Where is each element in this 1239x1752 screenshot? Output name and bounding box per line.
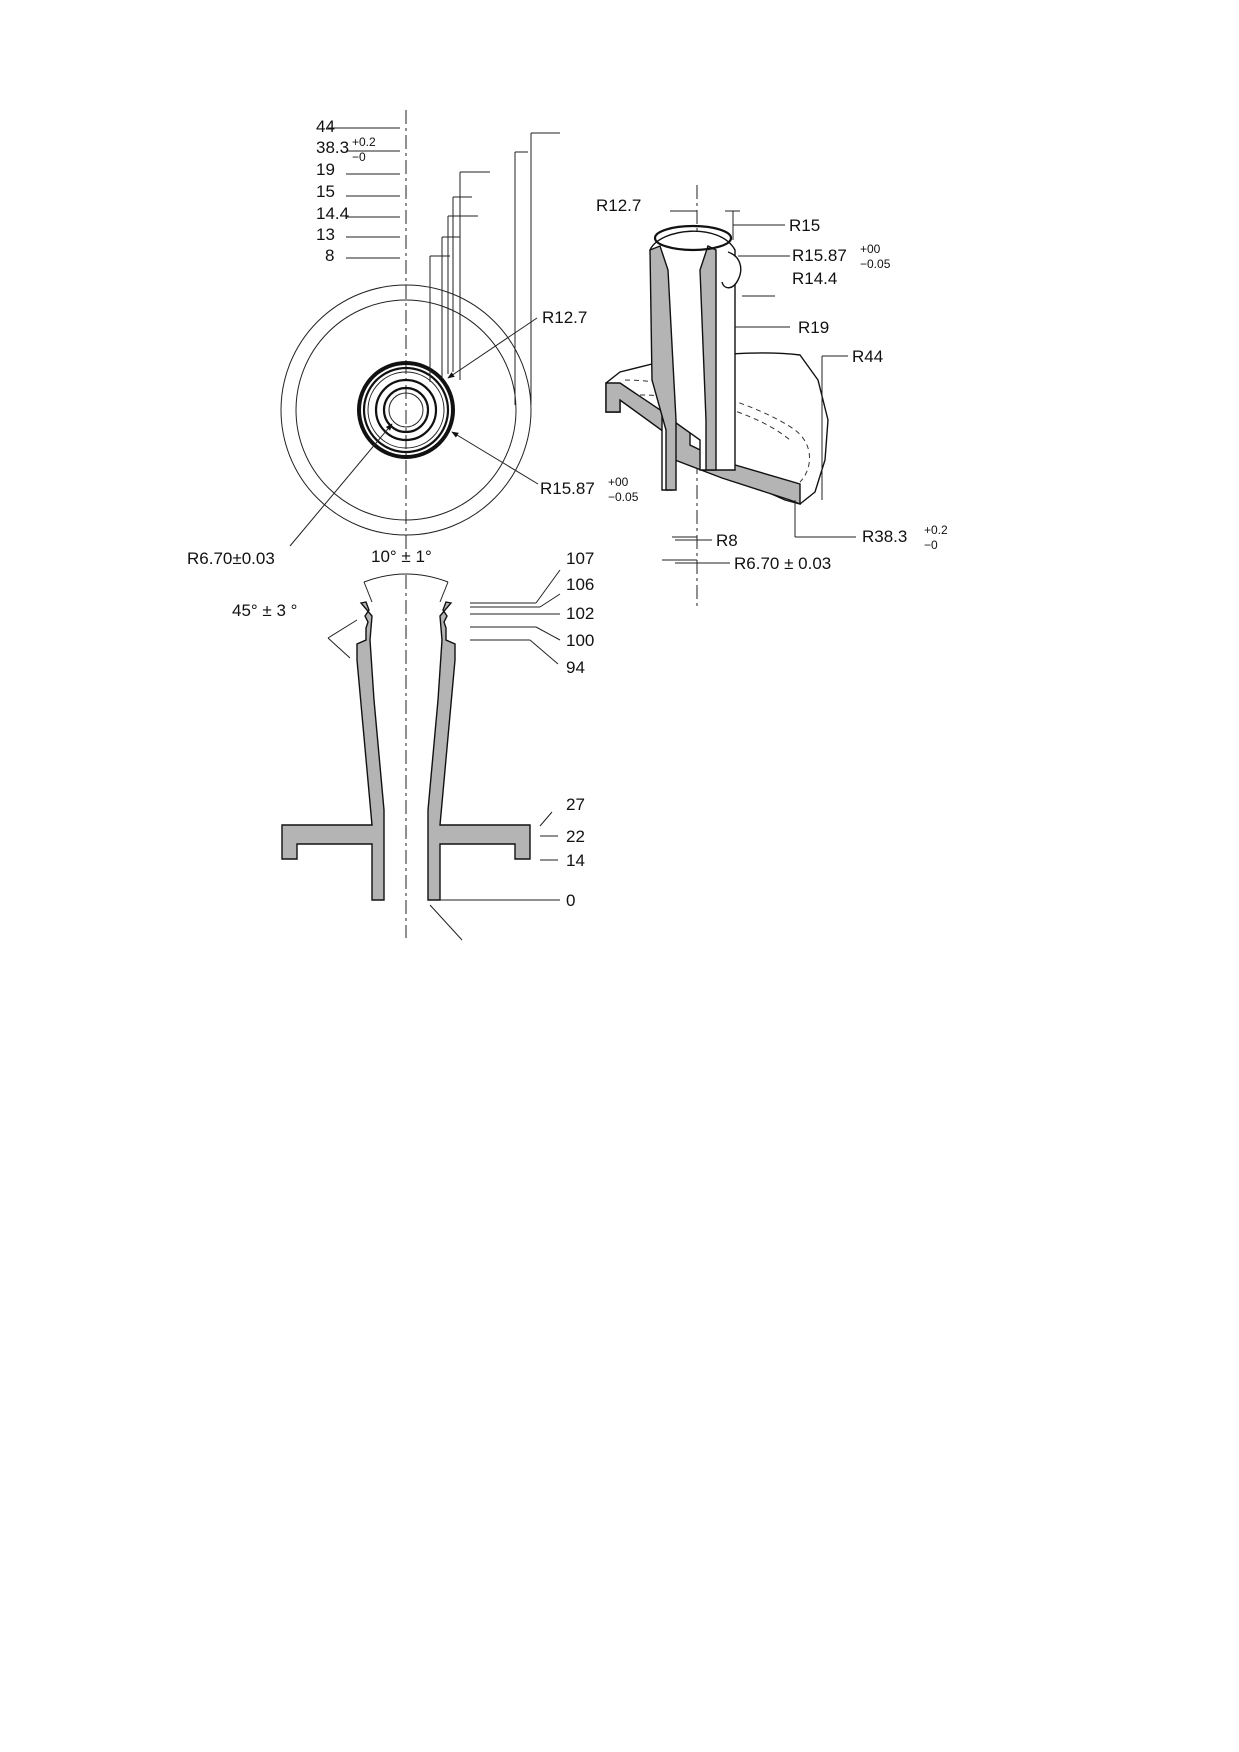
dim-8: 8 — [325, 246, 334, 265]
iso-label-r15-87: R15.87 — [792, 246, 847, 265]
ring-r38-3 — [295, 299, 517, 521]
angle-arc-10 — [363, 573, 449, 583]
dim-19: 19 — [316, 160, 335, 179]
iso-label-r44: R44 — [852, 347, 883, 366]
iso-rim-bead — [721, 251, 742, 289]
height-107: 107 — [566, 549, 594, 568]
dim-38-3: 38.3 — [316, 138, 349, 157]
ring-r13 — [374, 378, 438, 442]
label-r12-7: R12.7 — [542, 308, 587, 327]
iso-label-r6-70: R6.70 ± 0.03 — [734, 554, 831, 573]
dim-38-3-tol-plus: +0.2 — [352, 135, 376, 149]
iso-label-r12-7: R12.7 — [596, 196, 641, 215]
left-wall-section — [281, 601, 385, 901]
section-view: 10° ± 1° 45° ± 3 ° 107 106 102 — [232, 547, 594, 941]
bore-r8 — [382, 386, 430, 434]
top-view-dimension-lines — [328, 127, 560, 405]
iso-dimension-leaders — [662, 210, 856, 564]
iso-tube-rim — [653, 224, 733, 252]
iso-view: R12.7 R15 R15.87 +00 −0.05 R14.4 R19 R44… — [596, 185, 948, 610]
ring-r14-4 — [367, 371, 445, 449]
ring-r15-87 — [357, 361, 455, 459]
dim-14-4: 14.4 — [316, 204, 349, 223]
dim-44: 44 — [316, 117, 335, 136]
dim-15: 15 — [316, 182, 335, 201]
iso-label-r8: R8 — [716, 531, 738, 550]
iso-label-r38-3-tol-minus: −0 — [924, 538, 938, 552]
leader-r15-87 — [451, 431, 539, 485]
iso-label-r38-3: R38.3 — [862, 527, 907, 546]
height-106: 106 — [566, 575, 594, 594]
iso-label-r15-87-tol-minus: −0.05 — [860, 257, 891, 271]
iso-label-r14-4: R14.4 — [792, 269, 837, 288]
right-wall-section — [427, 601, 531, 901]
height-14: 14 — [566, 851, 585, 870]
label-r15-87-tol-minus: −0.05 — [608, 490, 639, 504]
top-view: 44 38.3 +0.2 −0 19 15 14.4 13 8 R12.7 R1… — [187, 110, 639, 568]
leader-r6-70 — [289, 423, 393, 547]
label-r15-87-tol-plus: +00 — [608, 475, 629, 489]
outer-ring-r44 — [280, 284, 532, 536]
height-leaders — [429, 569, 561, 941]
height-94: 94 — [566, 658, 585, 677]
iso-label-r38-3-tol-plus: +0.2 — [924, 523, 948, 537]
iso-base-section — [605, 382, 801, 506]
dim-13: 13 — [316, 225, 335, 244]
height-27: 27 — [566, 795, 585, 814]
angle-side-label: 45° ± 3 ° — [232, 601, 297, 620]
label-r6-70: R6.70±0.03 — [187, 549, 275, 568]
height-22: 22 — [566, 827, 585, 846]
leader-r12-7 — [447, 317, 538, 379]
angle-top-label: 10° ± 1° — [371, 547, 432, 566]
iso-label-r15-87-tol-plus: +00 — [860, 242, 881, 256]
bore-r6-70 — [388, 392, 424, 428]
height-0: 0 — [566, 891, 575, 910]
height-102: 102 — [566, 604, 594, 623]
height-100: 100 — [566, 631, 594, 650]
iso-label-r19: R19 — [798, 318, 829, 337]
iso-tube-left-wall — [649, 245, 677, 491]
ring-r15 — [362, 366, 450, 454]
iso-label-r15: R15 — [789, 216, 820, 235]
iso-tube-right-wall — [699, 245, 717, 471]
label-r15-87: R15.87 — [540, 479, 595, 498]
dim-38-3-tol-minus: −0 — [352, 150, 366, 164]
